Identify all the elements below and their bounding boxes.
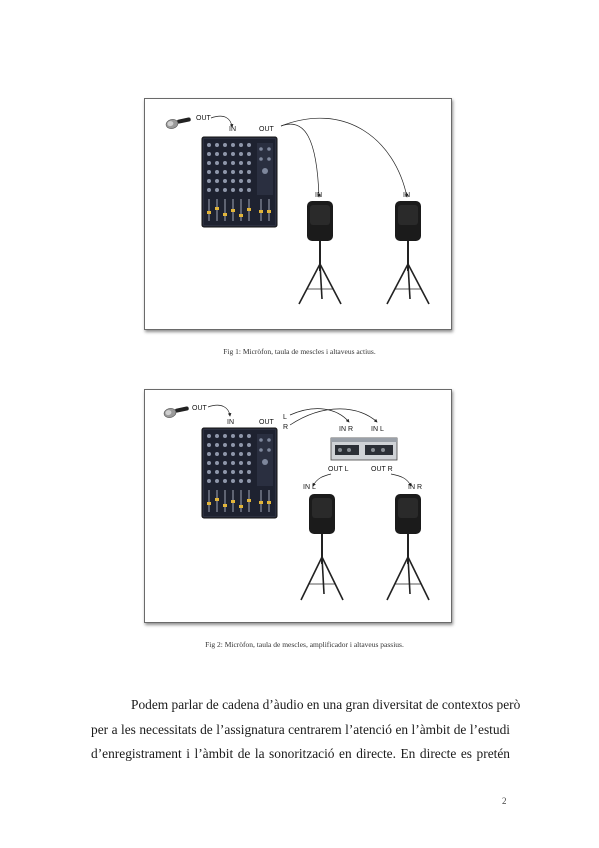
right-speaker-in-label: IN R: [408, 484, 422, 491]
figure-2: OUT IN OUT L R: [144, 389, 452, 623]
left-speaker-in-label: IN L: [303, 484, 316, 491]
mixer-r-label: R: [283, 424, 288, 431]
amp-to-left-speaker-arrow: [312, 473, 332, 487]
microphone-icon: [163, 406, 189, 418]
mixer-r-to-amp-arrow: [289, 408, 378, 426]
mixer-l-to-amp-arrow: [289, 408, 350, 423]
left-speaker-in-label: IN: [315, 192, 322, 199]
amp-out-l-label: OUT L: [328, 466, 349, 473]
page-number: 2: [502, 796, 507, 806]
right-speaker-icon: [386, 201, 430, 305]
amp-to-right-speaker-arrow: [390, 473, 412, 487]
mic-to-mixer-arrow: [207, 404, 232, 417]
mixer-icon: [201, 427, 278, 519]
mixer-in-label: IN: [229, 126, 236, 133]
figure-2-caption: Fig 2: Micròfon, taula de mescles, ampli…: [205, 640, 404, 649]
left-speaker-icon: [300, 494, 344, 601]
mixer-to-right-speaker-arrow: [280, 117, 409, 198]
figure-1-caption: Fig 1: Micròfon, taula de mescles i alta…: [223, 347, 376, 356]
mic-to-mixer-arrow: [210, 115, 234, 128]
amp-in-r-label: IN R: [339, 426, 353, 433]
right-speaker-icon: [386, 494, 430, 601]
left-speaker-icon: [298, 201, 342, 305]
mic-out-label: OUT: [196, 115, 212, 122]
figure-2-diagram: OUT IN OUT L R: [163, 404, 430, 601]
mixer-out-label: OUT: [259, 126, 275, 133]
figure-1-diagram: OUT IN OUT: [165, 115, 430, 305]
body-line: d’enregistrament i l’àmbit de la sonorit…: [91, 746, 510, 761]
mixer-out-label: OUT: [259, 419, 275, 426]
amplifier-icon: [330, 437, 398, 461]
mic-out-label: OUT: [192, 405, 208, 412]
right-speaker-in-label: IN: [403, 192, 410, 199]
mixer-l-label: L: [283, 414, 287, 421]
body-line: Podem parlar de cadena d’àudio en una gr…: [131, 697, 521, 712]
amp-in-l-label: IN L: [371, 426, 384, 433]
mixer-icon: [201, 136, 278, 228]
figure-1: OUT IN OUT: [144, 98, 452, 330]
amp-out-r-label: OUT R: [371, 466, 393, 473]
body-paragraph: Podem parlar de cadena d’àudio en una gr…: [91, 693, 521, 767]
body-line: per a les necessitats de l’assignatura c…: [91, 721, 510, 737]
mixer-to-left-speaker-arrow: [280, 123, 321, 198]
mixer-in-label: IN: [227, 419, 234, 426]
microphone-icon: [165, 117, 191, 129]
